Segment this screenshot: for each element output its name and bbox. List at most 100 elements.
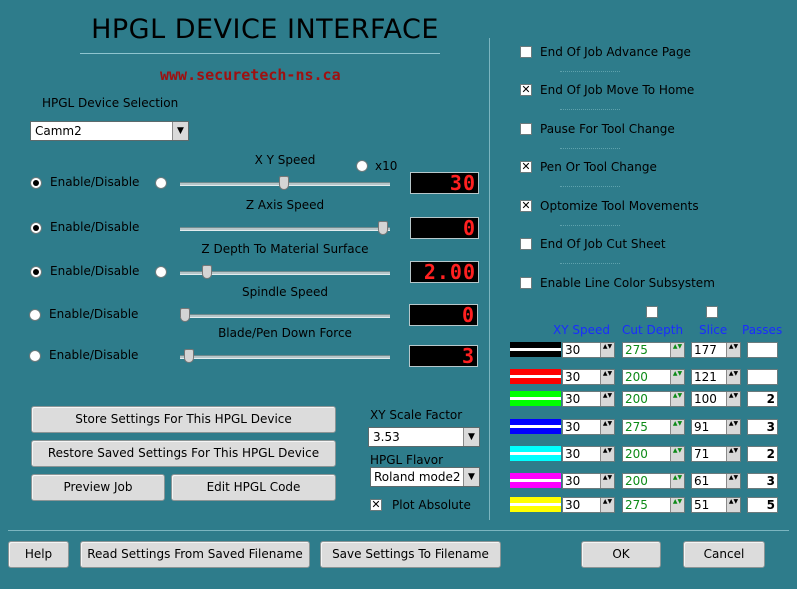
x10-radio[interactable] [356,160,368,172]
slider-thumb[interactable] [201,265,212,279]
preview-job-button[interactable]: Preview Job [31,474,165,501]
cut-depth-spinner[interactable]: 200▲▼ [622,446,685,462]
slider-thumb[interactable] [183,349,194,363]
slice-spinner-value: 100 [694,392,717,406]
store-settings-button[interactable]: Store Settings For This HPGL Device [31,406,336,433]
spinner-arrows-icon[interactable]: ▲▼ [726,447,740,461]
spinner-arrows-icon[interactable]: ▲▼ [600,498,614,512]
slider-track[interactable] [180,355,390,359]
spinner-arrows-icon[interactable]: ▲▼ [670,447,684,461]
option-checkbox[interactable] [520,123,532,135]
cancel-button[interactable]: Cancel [683,541,765,568]
cut-depth-spinner[interactable]: 275▲▼ [622,342,685,358]
slider-track[interactable] [180,227,390,231]
spinner-arrows-icon[interactable]: ▲▼ [726,498,740,512]
color-swatch [510,391,561,406]
slice-spinner[interactable]: 71▲▼ [691,446,741,462]
enable-radio[interactable] [29,350,41,362]
passes-field[interactable]: 5 [747,497,778,513]
help-button[interactable]: Help [8,541,69,568]
spinner-arrows-icon[interactable]: ▲▼ [600,474,614,488]
chevron-down-icon[interactable]: ▼ [172,122,188,140]
option-checkbox[interactable]: ✕ [520,160,532,173]
spinner-arrows-icon[interactable]: ▲▼ [726,392,740,406]
option-checkbox[interactable] [520,46,532,58]
slider-thumb[interactable] [279,176,289,190]
enable-radio[interactable] [30,177,42,189]
ok-button[interactable]: OK [581,541,661,568]
spinner-arrows-icon[interactable]: ▲▼ [726,343,740,357]
cut-depth-spinner-value: 200 [625,370,648,384]
cut-depth-spinner[interactable]: 275▲▼ [622,497,685,513]
option-checkbox[interactable]: ✕ [520,83,532,96]
option-radio[interactable] [155,177,167,189]
chevron-down-icon[interactable]: ▼ [463,428,479,446]
cut-depth-spinner[interactable]: 200 ▲▼ [622,369,685,385]
spinner-arrows-icon[interactable]: ▲▼ [600,370,614,384]
spinner-arrows-icon[interactable]: ▲▼ [600,420,614,434]
swatch-line [510,503,561,506]
slice-spinner[interactable]: 51▲▼ [691,497,741,513]
cut-depth-spinner[interactable]: 200▲▼ [622,391,685,407]
slider-track[interactable] [180,314,390,318]
hpgl-flavor-label: HPGL Flavor [370,453,444,467]
enable-radio[interactable] [30,266,42,278]
edit-hpgl-button[interactable]: Edit HPGL Code [171,474,336,501]
option-checkbox[interactable] [520,277,532,289]
xy-speed-spinner[interactable]: 30▲▼ [562,446,615,462]
enable-radio[interactable] [30,222,42,234]
color-swatch [510,369,561,384]
slice-spinner[interactable]: 61▲▼ [691,473,741,489]
swatch-line [510,479,561,482]
save-settings-button[interactable]: Save Settings To Filename [320,541,501,568]
passes-field[interactable]: 3 [747,419,778,435]
passes-field[interactable] [747,369,778,385]
slice-spinner[interactable]: 177▲▼ [691,342,741,358]
cut-depth-spinner[interactable]: 275▲▼ [622,419,685,435]
slice-spinner[interactable]: 91▲▼ [691,419,741,435]
spinner-arrows-icon[interactable]: ▲▼ [670,343,684,357]
chevron-down-icon[interactable]: ▼ [463,468,479,486]
spinner-arrows-icon[interactable]: ▲▼ [670,420,684,434]
spinner-arrows-icon[interactable]: ▲▼ [600,392,614,406]
slice-spinner[interactable]: 121▲▼ [691,369,741,385]
option-divider [560,71,620,72]
spinner-arrows-icon[interactable]: ▲▼ [726,474,740,488]
read-settings-button[interactable]: Read Settings From Saved Filename [80,541,310,568]
cut-depth-spinner[interactable]: 200▲▼ [622,473,685,489]
enable-radio[interactable] [29,309,41,321]
xy-speed-spinner[interactable]: 30▲▼ [562,369,615,385]
slice-header-checkbox[interactable] [706,306,718,318]
slider-thumb[interactable] [378,221,388,235]
spinner-arrows-icon[interactable]: ▲▼ [670,392,684,406]
spinner-arrows-icon[interactable]: ▲▼ [600,343,614,357]
passes-field[interactable]: 2 [747,391,778,407]
slice-spinner[interactable]: 100 ▲▼ [691,391,741,407]
slider-track[interactable] [180,271,390,275]
option-checkbox[interactable]: ✕ [520,199,532,212]
xy-speed-spinner[interactable]: 30▲▼ [562,342,615,358]
device-select[interactable]: Camm2 ▼ [30,121,189,141]
spinner-arrows-icon[interactable]: ▲▼ [600,447,614,461]
spinner-arrows-icon[interactable]: ▲▼ [726,420,740,434]
xy-speed-spinner[interactable]: 30▲▼ [562,497,615,513]
slider-thumb[interactable] [180,308,190,322]
restore-settings-button[interactable]: Restore Saved Settings For This HPGL Dev… [31,440,336,467]
cut-depth-header-checkbox[interactable] [646,306,658,318]
xy-speed-spinner[interactable]: 30▲▼ [562,391,615,407]
spinner-arrows-icon[interactable]: ▲▼ [670,474,684,488]
option-radio[interactable] [155,266,167,278]
spinner-arrows-icon[interactable]: ▲▼ [726,370,740,384]
passes-field[interactable] [747,342,778,358]
spinner-arrows-icon[interactable]: ▲▼ [670,370,684,384]
xy-speed-spinner[interactable]: 30▲▼ [562,419,615,435]
plot-absolute-checkbox[interactable]: ✕ [370,498,382,511]
hpgl-flavor-select[interactable]: Roland mode2 ▼ [370,467,480,487]
passes-field[interactable]: 3 [747,473,778,489]
enable-label: Enable/Disable [50,264,140,278]
option-checkbox[interactable] [520,238,532,250]
scale-factor-select[interactable]: 3.53 ▼ [368,427,480,447]
passes-field[interactable]: 2 [747,446,778,462]
spinner-arrows-icon[interactable]: ▲▼ [670,498,684,512]
xy-speed-spinner[interactable]: 30▲▼ [562,473,615,489]
